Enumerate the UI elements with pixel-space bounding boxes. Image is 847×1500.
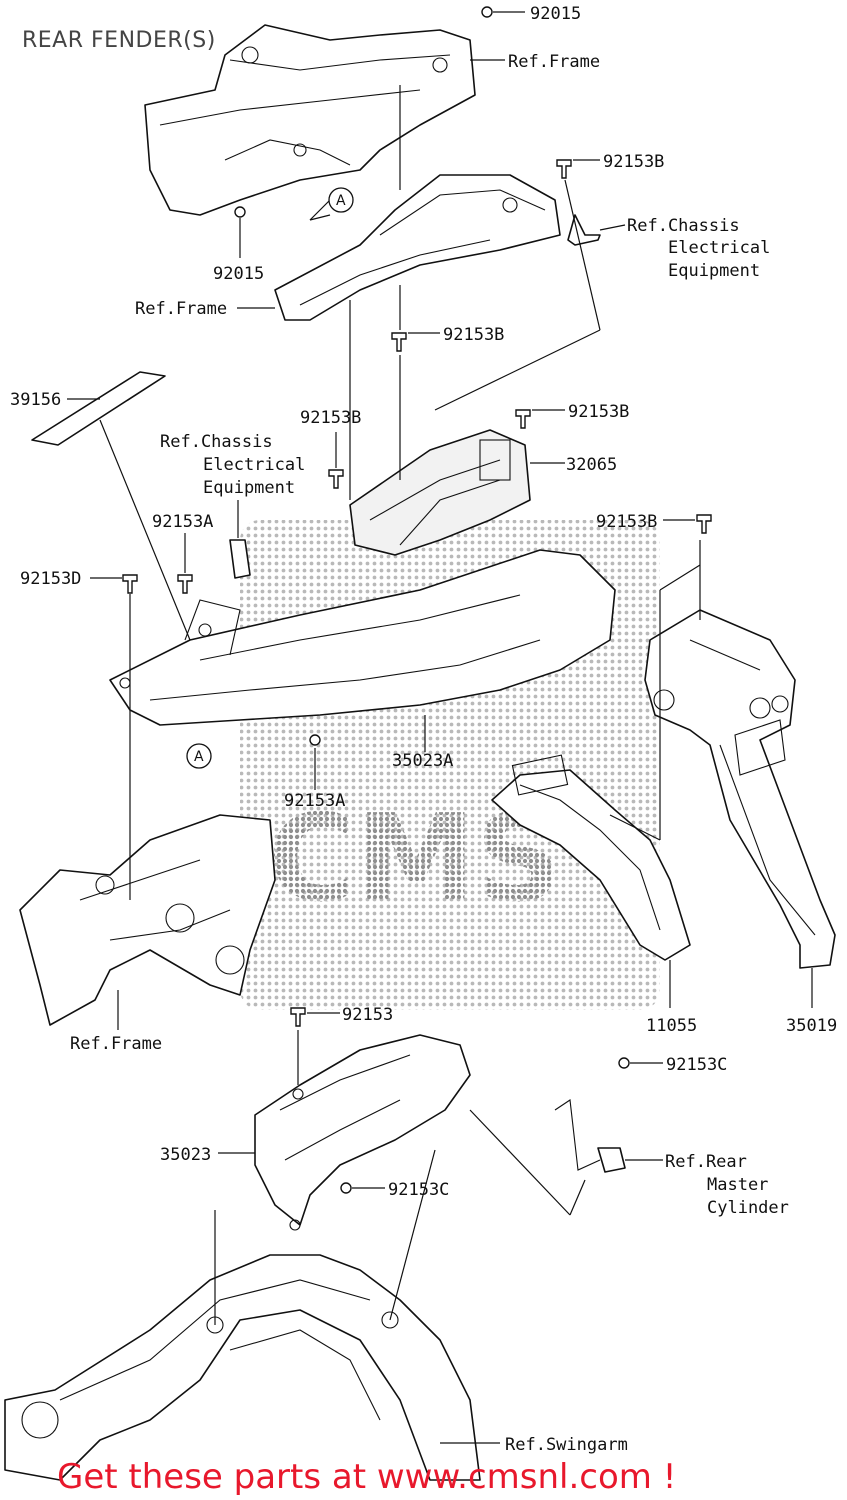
label-ref-frame-mid: Ref.Frame (135, 299, 227, 319)
leader-lines (67, 11, 813, 1444)
label-ref-rear-l2: Master (707, 1175, 768, 1195)
label-ref-rear-l3: Cylinder (707, 1198, 789, 1218)
bracket-11055 (491, 754, 691, 961)
label-92153b-2: 92153B (443, 325, 504, 345)
label-92153b-1: 92153B (603, 152, 664, 172)
sticker-39156 (31, 371, 166, 446)
label-ref-chassis-1-l2: Electrical (668, 238, 770, 258)
label-92015-mid: 92015 (213, 264, 264, 284)
label-92153b-5: 92153B (596, 512, 657, 532)
label-92153c-1: 92153C (666, 1055, 727, 1075)
label-92153c-2: 92153C (388, 1180, 449, 1200)
frame-top-part (144, 24, 476, 216)
part-labels: 92015 Ref.Frame 92153B Ref.Chassis Elect… (10, 4, 837, 1455)
label-35023a: 35023A (392, 751, 453, 771)
label-ref-swingarm: Ref.Swingarm (505, 1435, 628, 1455)
rear-master-cylinder-part (554, 1099, 626, 1173)
label-32065: 32065 (566, 455, 617, 475)
label-ref-chassis-1-l1: Ref.Chassis (627, 216, 740, 236)
promo-link-text[interactable]: Get these parts at www.cmsnl.com ! (57, 1457, 676, 1497)
callout-a-top: A (328, 187, 354, 213)
diagram-title: REAR FENDER(S) (22, 28, 216, 53)
box-32065 (349, 429, 531, 556)
label-39156: 39156 (10, 390, 61, 410)
label-92153d: 92153D (20, 569, 81, 589)
mudguard-35019 (644, 609, 836, 969)
label-35023: 35023 (160, 1145, 211, 1165)
label-92153b-4: 92153B (568, 402, 629, 422)
label-ref-frame-bottom: Ref.Frame (70, 1034, 162, 1054)
fender-35023a (109, 549, 616, 726)
frame-rail-part (274, 174, 561, 321)
label-92153: 92153 (342, 1005, 393, 1025)
fender-35023 (254, 1034, 471, 1231)
label-ref-frame-top: Ref.Frame (508, 52, 600, 72)
label-ref-chassis-2-l3: Equipment (203, 478, 295, 498)
label-92153a-2: 92153A (284, 791, 345, 811)
label-92153a-1: 92153A (152, 512, 213, 532)
label-ref-chassis-2-l1: Ref.Chassis (160, 432, 273, 452)
label-92153b-3: 92153B (300, 408, 361, 428)
chassis-bracket-part (229, 539, 251, 579)
bolt-icons (122, 6, 712, 1194)
callout-a-bottom: A (186, 743, 212, 769)
label-92015-top: 92015 (530, 4, 581, 24)
label-ref-chassis-2-l2: Electrical (203, 455, 305, 475)
swingarm-part (4, 1254, 481, 1481)
frame-bottom-part (19, 814, 276, 1026)
svg-text:A: A (336, 193, 346, 209)
label-ref-chassis-1-l3: Equipment (668, 261, 760, 281)
svg-text:A: A (194, 749, 204, 765)
bracket-part (567, 214, 601, 246)
label-11055: 11055 (646, 1016, 697, 1036)
label-35019: 35019 (786, 1016, 837, 1036)
label-ref-rear-l1: Ref.Rear (665, 1152, 747, 1172)
